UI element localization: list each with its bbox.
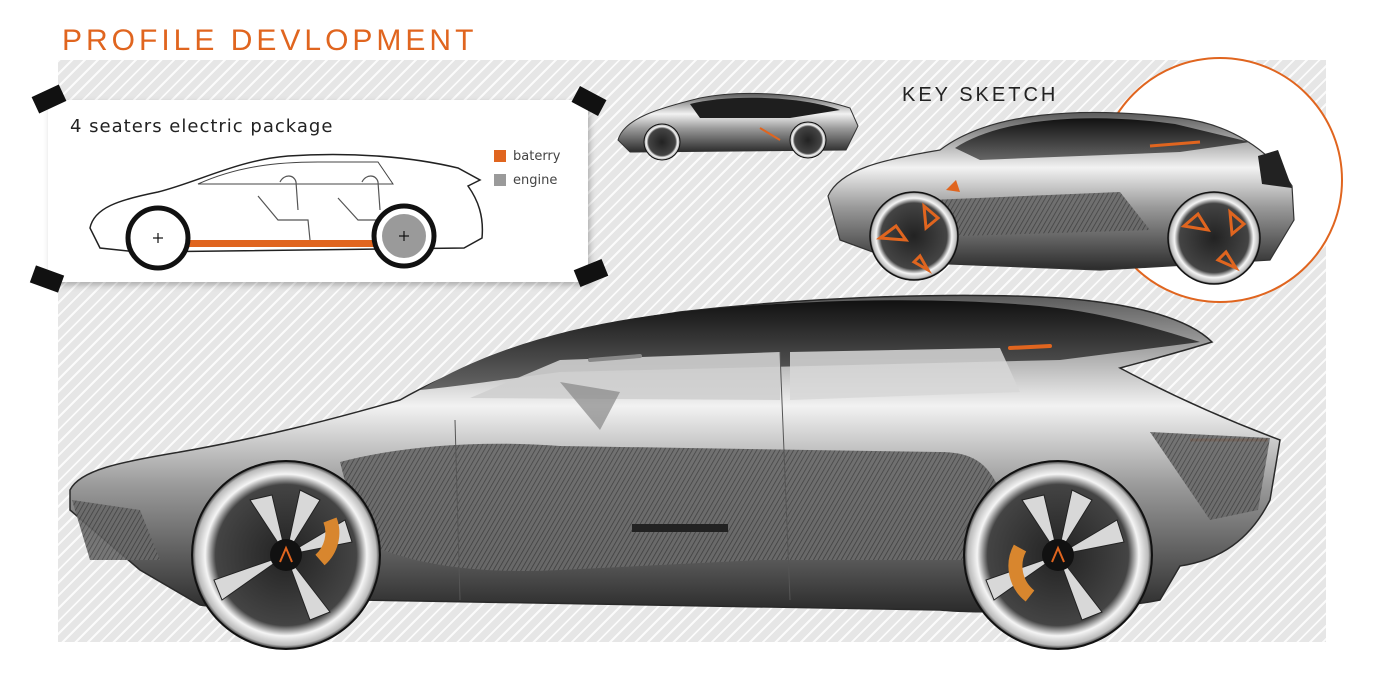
package-card: 4 seaters electric package baterry engin…	[48, 100, 588, 282]
battery-swatch-icon	[494, 150, 506, 162]
main-profile-car	[69, 294, 1281, 650]
key-sketch-car	[827, 111, 1295, 285]
alpine-a-logo-icon	[279, 545, 293, 563]
package-legend: baterry engine	[494, 144, 560, 192]
page-title: PROFILE DEVLOPMENT	[62, 24, 478, 57]
package-title: 4 seaters electric package	[70, 116, 334, 137]
package-window-outline	[197, 161, 394, 185]
legend-label-engine: engine	[513, 172, 558, 188]
legend-item-engine: engine	[494, 168, 560, 192]
key-sketch-label: KEY SKETCH	[902, 84, 1059, 106]
engine-swatch-icon	[494, 174, 506, 186]
legend-label-battery: baterry	[513, 148, 561, 164]
small-side-sketch	[617, 92, 859, 161]
package-body-outline	[89, 153, 484, 253]
package-diagram	[89, 153, 484, 271]
battery-bar	[186, 240, 422, 247]
front-passenger-outline	[257, 175, 311, 241]
legend-item-battery: baterry	[494, 144, 560, 168]
